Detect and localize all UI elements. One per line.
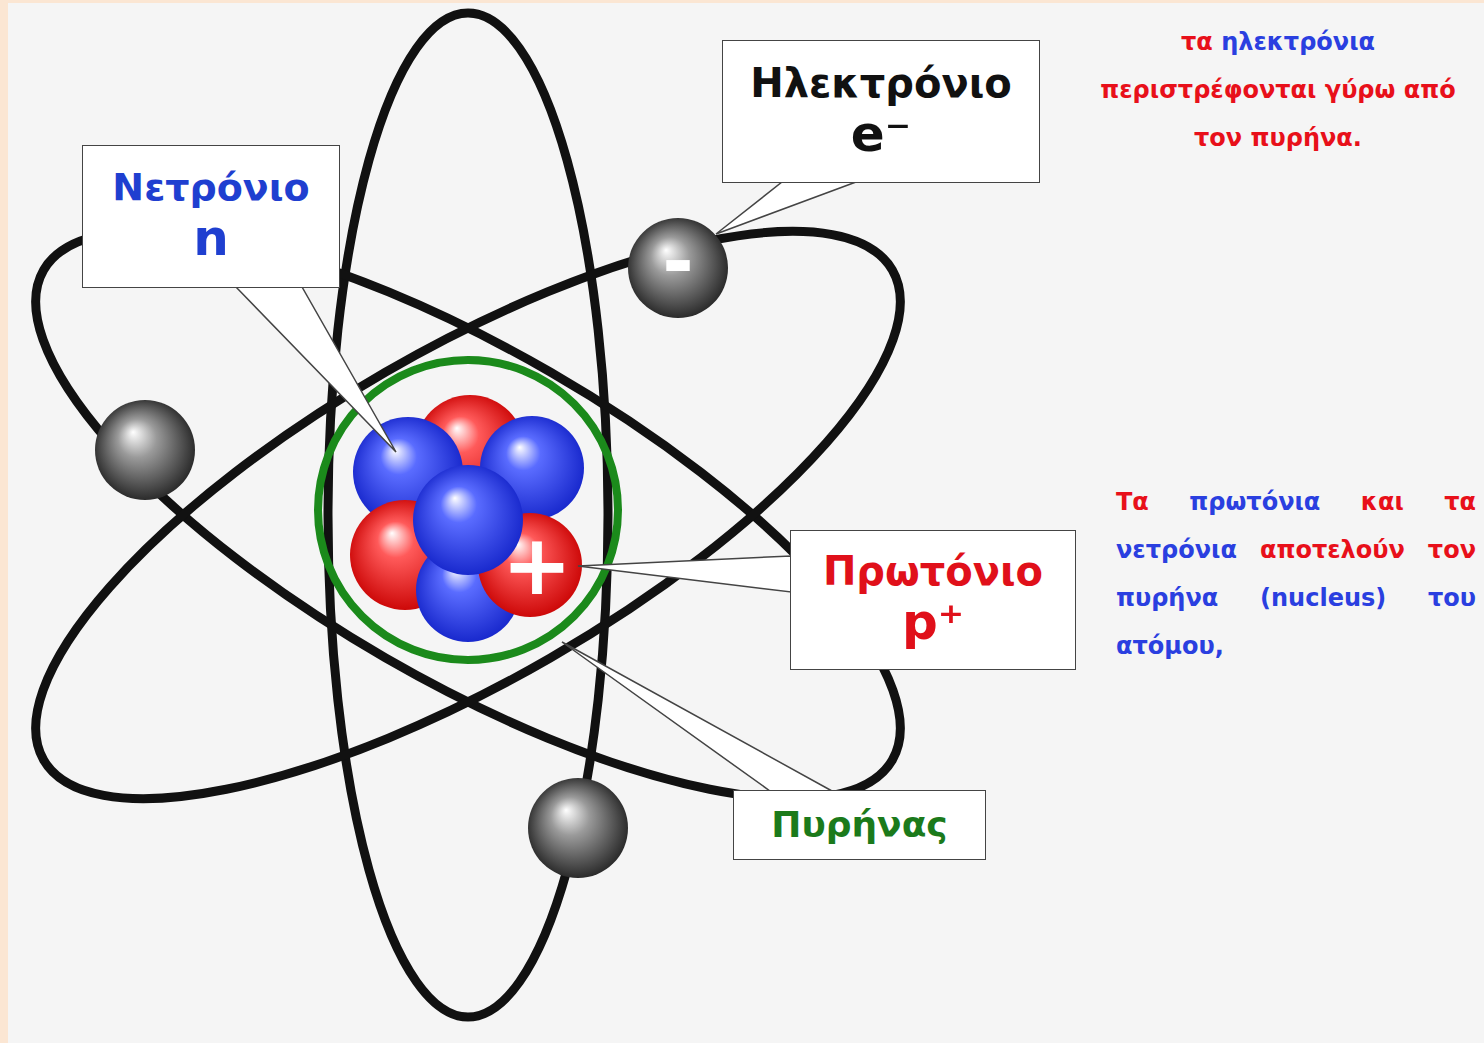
particle-name: Νετρόνιο	[112, 166, 309, 210]
neutron-callout: Νετρόνιοn	[82, 145, 340, 288]
electron-callout: Ηλεκτρόνιοe⁻	[722, 40, 1040, 183]
note-text: Τα πρωτόνια και τα νετρόνια αποτελούν το…	[1116, 478, 1476, 670]
proton-callout: Πρωτόνιοp⁺	[790, 530, 1076, 670]
callout-tail	[716, 182, 856, 234]
callout-tail	[236, 287, 396, 452]
charge-sign: -	[662, 224, 694, 300]
electron-sphere	[628, 218, 728, 318]
particle-name: Ηλεκτρόνιο	[750, 60, 1011, 106]
particle-symbol: p⁺	[902, 594, 964, 652]
charge-sign: +	[502, 523, 572, 607]
electron-orbit	[0, 127, 975, 903]
nucleus-callout: Πυρήνας	[733, 790, 986, 860]
electron-sphere	[528, 778, 628, 878]
particle-name: Πρωτόνιο	[823, 548, 1043, 594]
electron-sphere	[95, 400, 195, 500]
particle-symbol: e⁻	[851, 106, 911, 164]
particle-name: Πυρήνας	[771, 804, 947, 845]
electron-orbit	[0, 127, 975, 903]
particle-symbol: n	[193, 210, 229, 268]
note-text: τα ηλεκτρόνια περιστρέφονται γύρω από το…	[1100, 18, 1456, 162]
callout-tail	[578, 556, 791, 592]
